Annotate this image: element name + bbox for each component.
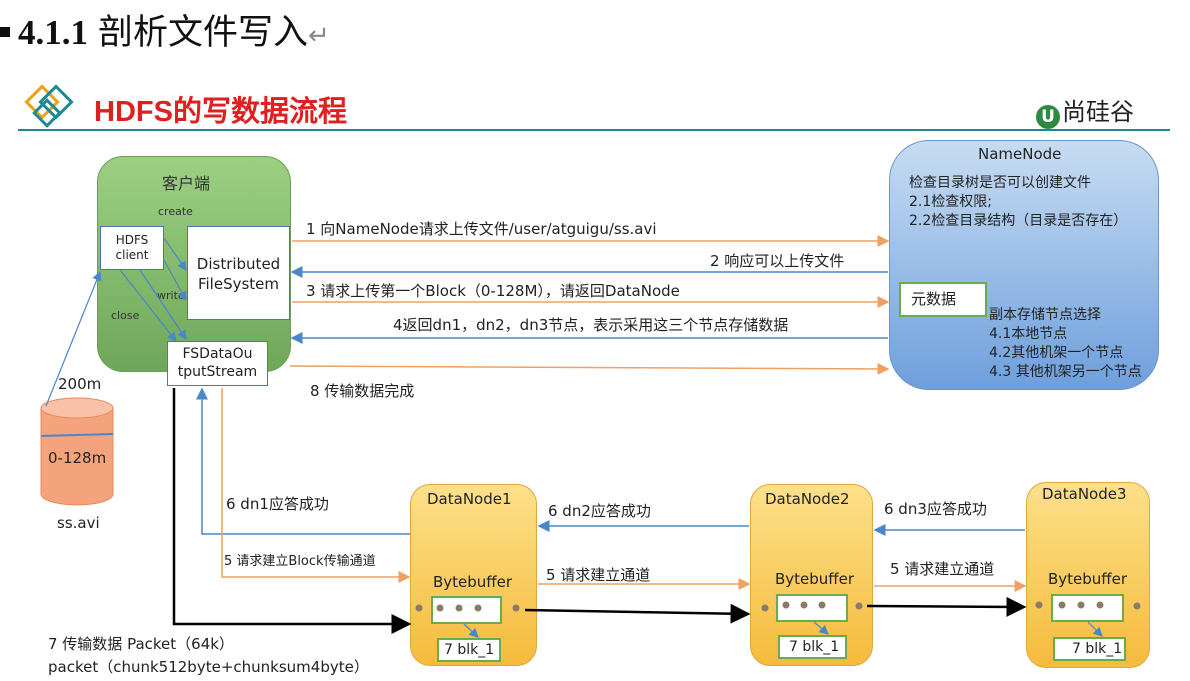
title-rule xyxy=(18,129,1170,131)
section-title: 剖析文件写入 xyxy=(98,13,309,52)
arrow-8 xyxy=(289,362,890,375)
distributed-filesystem-box: Distributed FileSystem xyxy=(187,226,290,320)
check-line: 2.1检查权限; xyxy=(909,194,992,210)
request-channel-2: 5 请求建立通道 xyxy=(546,566,651,584)
bullet-icon xyxy=(0,26,10,37)
namenode-check-list: 检查目录树是否可以创建文件 2.1检查权限; 2.2检查目录结构（目录是否存在） xyxy=(909,174,1127,231)
file-size-label: 200m xyxy=(58,375,102,393)
message-1: 1 向NameNode请求上传文件/user/atguigu/ss.avi xyxy=(306,220,657,238)
check-line: 2.2检查目录结构（目录是否存在） xyxy=(909,213,1128,229)
req1-arrow xyxy=(221,388,411,583)
section-number: 4.1.1 xyxy=(18,13,88,52)
message-8: 8 传输数据完成 xyxy=(310,382,415,400)
check-line: 检查目录树是否可以创建文件 xyxy=(909,175,1091,191)
close-label: close xyxy=(111,309,140,322)
request-block-channel: 5 请求建立Block传输通道 xyxy=(224,554,376,569)
datanode-3-title: DataNode3 xyxy=(1042,485,1127,503)
datanode-1-blk-box: 7 blk_1 xyxy=(437,638,501,662)
return-mark: ↵ xyxy=(308,21,330,50)
diamond-logo-icon xyxy=(24,84,74,128)
datanode-3-buffer: Bytebuffer xyxy=(1048,570,1128,588)
blk3-arrow xyxy=(1087,621,1103,637)
packet-dots xyxy=(415,601,1141,612)
file-block-label: 0-128m xyxy=(48,449,107,467)
packet-arrow-2 xyxy=(524,603,751,624)
message-7-chunk: packet（chunk512byte+chunksum4byte） xyxy=(48,658,369,676)
datanode-2-blk-box: 7 blk_1 xyxy=(778,635,847,659)
message-4: 4返回dn1，dn2，dn3节点，表示采用这三个节点存储数据 xyxy=(393,316,789,334)
client-title: 客户端 xyxy=(162,174,211,193)
ack1-arrow xyxy=(196,387,410,535)
replica-line: 4.3 其他机架另一个节点 xyxy=(989,364,1142,380)
slide-title: HDFS的写数据流程 xyxy=(94,96,347,128)
create-arrow xyxy=(163,237,187,271)
metadata-box: 元数据 xyxy=(899,282,987,317)
packet-arrow xyxy=(172,388,412,634)
replica-line: 副本存储节点选择 xyxy=(989,307,1101,323)
namenode-title: NameNode xyxy=(978,145,1062,163)
namenode xyxy=(889,140,1159,390)
blk1-arrow xyxy=(463,623,479,638)
ack-dn3: 6 dn3应答成功 xyxy=(884,500,987,518)
write-label: write xyxy=(157,289,185,302)
request-channel-3: 5 请求建立通道 xyxy=(890,560,995,578)
hdfs-client-box: HDFS client xyxy=(100,226,164,270)
datanode-2-buffer-box xyxy=(776,594,848,622)
message-3: 3 请求上传第一个Block（0-128M），请返回DataNode xyxy=(306,282,680,300)
ack-dn2: 6 dn2应答成功 xyxy=(548,502,651,520)
file-upload-arrow xyxy=(45,270,102,407)
datanode-2-title: DataNode2 xyxy=(765,490,850,508)
write-arrow xyxy=(139,269,187,340)
client-link-arrow xyxy=(163,259,187,302)
file-cylinder-icon xyxy=(40,397,114,506)
fsdataoutputstream-box: FSDataOu tputStream xyxy=(167,341,268,386)
brand-logo-icon: U xyxy=(1036,105,1060,129)
datanode-1-title: DataNode1 xyxy=(427,490,512,508)
replica-selection-list: 副本存储节点选择 4.1本地节点 4.2其他机架一个节点 4.3 其他机架另一个… xyxy=(989,306,1142,382)
ack-dn1: 6 dn1应答成功 xyxy=(226,495,329,513)
message-7-packet: 7 传输数据 Packet（64k） xyxy=(48,635,234,653)
datanode-2-buffer: Bytebuffer xyxy=(775,570,855,588)
section-heading: 4.1.1 剖析文件写入↵ xyxy=(0,4,330,55)
file-name-label: ss.avi xyxy=(57,514,100,532)
datanode-1-buffer: Bytebuffer xyxy=(433,573,513,591)
datanode-3-blk-box: 7 blk_1 xyxy=(1053,637,1126,661)
brand-logo-text: 尚硅谷 xyxy=(1062,98,1134,126)
replica-line: 4.1本地节点 xyxy=(989,326,1068,342)
close-arrow xyxy=(119,269,177,342)
create-label: create xyxy=(158,205,193,218)
packet-arrow-3 xyxy=(866,596,1027,617)
message-2: 2 响应可以上传文件 xyxy=(710,252,845,270)
replica-line: 4.2其他机架一个节点 xyxy=(989,345,1124,361)
blk2-arrow xyxy=(813,621,829,635)
